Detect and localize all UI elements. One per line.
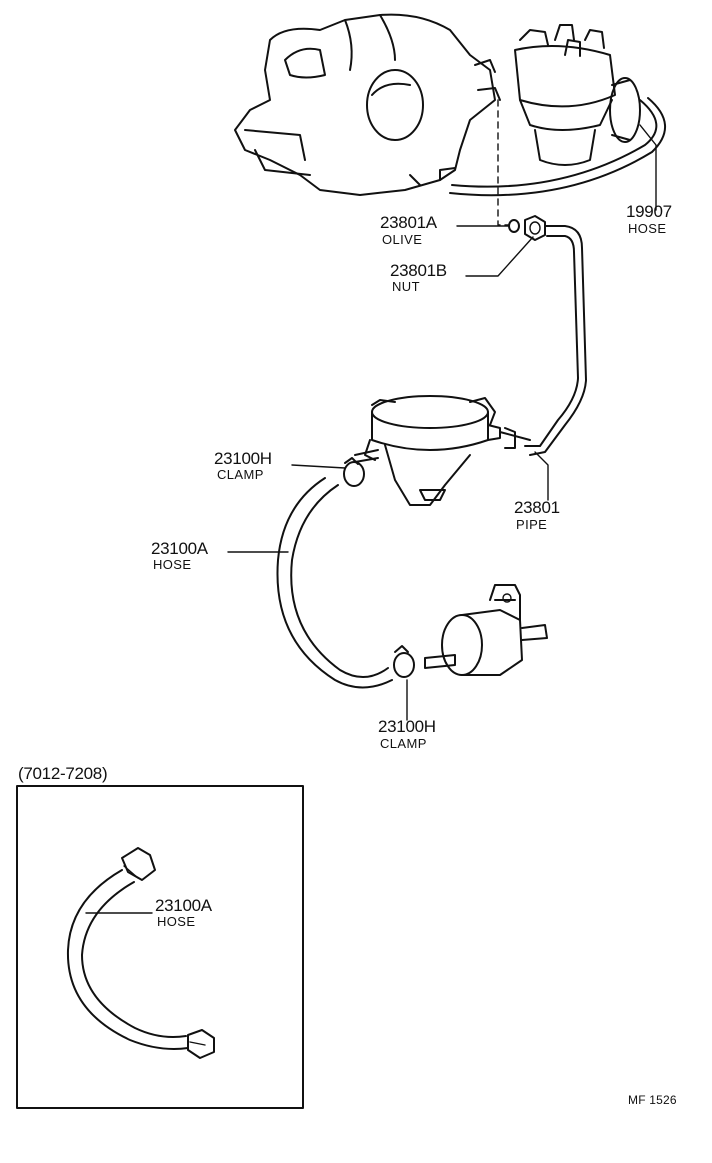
inset-date-range: (7012-7208) bbox=[18, 764, 108, 783]
nut-part-number: 23801B bbox=[390, 261, 447, 280]
olive-part-name: OLIVE bbox=[382, 232, 423, 247]
nut-drawing bbox=[524, 215, 546, 241]
vacuum-hose-drawing bbox=[449, 97, 667, 197]
inset-frame bbox=[16, 785, 304, 1109]
hose-top-part-number: 19907 bbox=[626, 202, 672, 221]
upper-clamp-drawing bbox=[343, 457, 365, 487]
olive-drawing bbox=[508, 219, 520, 233]
hose-top-part-name: HOSE bbox=[628, 221, 667, 236]
pipe-part-number: 23801 bbox=[514, 498, 560, 517]
olive-part-number: 23801A bbox=[380, 213, 437, 232]
inset-hose-part-name: HOSE bbox=[157, 914, 196, 929]
hose-main-part-name: HOSE bbox=[153, 557, 192, 572]
fuel-hose-drawing bbox=[276, 477, 393, 689]
reference-code: MF 1526 bbox=[628, 1093, 677, 1107]
leader-lines bbox=[85, 124, 657, 914]
fuel-filter-bowl-drawing bbox=[354, 395, 531, 506]
dashed-alignment-line bbox=[497, 99, 509, 226]
pipe-part-name: PIPE bbox=[516, 517, 548, 532]
lower-clamp-part-number: 23100H bbox=[378, 717, 436, 736]
nut-part-name: NUT bbox=[392, 279, 420, 294]
upper-clamp-part-number: 23100H bbox=[214, 449, 272, 468]
distributor-drawing bbox=[514, 24, 641, 166]
fuel-pump-drawing bbox=[424, 584, 548, 676]
hose-main-part-number: 23100A bbox=[151, 539, 208, 558]
upper-clamp-part-name: CLAMP bbox=[217, 467, 264, 482]
carburetor-drawing bbox=[234, 13, 501, 196]
lower-clamp-drawing bbox=[393, 645, 415, 678]
inset-hose-part-number: 23100A bbox=[155, 896, 212, 915]
lower-clamp-part-name: CLAMP bbox=[380, 736, 427, 751]
inset-hose-drawing bbox=[66, 847, 215, 1059]
pipe-drawing bbox=[524, 225, 587, 456]
